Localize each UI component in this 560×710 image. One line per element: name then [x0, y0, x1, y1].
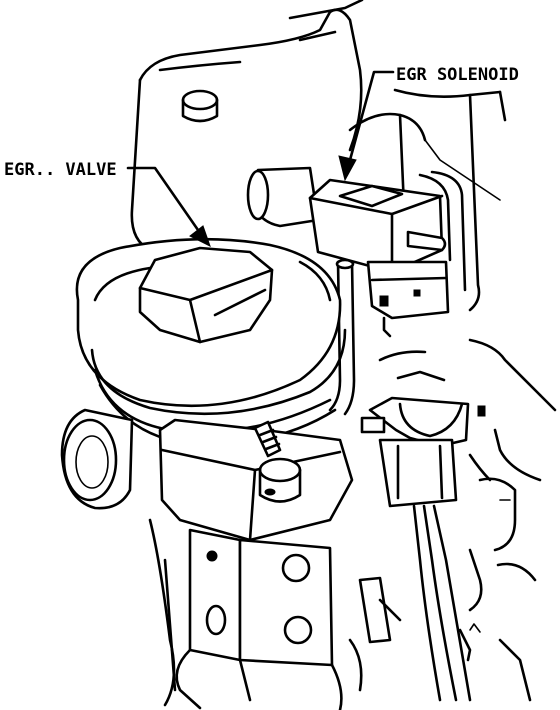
electrical-connector [360, 370, 486, 508]
intake-ducts [378, 170, 557, 612]
vacuum-hose [328, 258, 356, 416]
lower-right-components [348, 576, 532, 702]
block-stud [181, 89, 219, 123]
egr-valve-leader [126, 166, 211, 247]
egr-solenoid-label: EGR SOLENOID [396, 65, 519, 85]
egr-valve [60, 237, 354, 542]
connector-wires [412, 504, 472, 702]
egr-solenoid [246, 166, 450, 338]
mounting-bracket [148, 518, 343, 710]
engine-block-outline [130, 0, 507, 312]
egr-solenoid-leader [338, 70, 395, 182]
valve-position-sensor [253, 420, 302, 503]
egr-valve-label: EGR.. VALVE [4, 160, 117, 180]
